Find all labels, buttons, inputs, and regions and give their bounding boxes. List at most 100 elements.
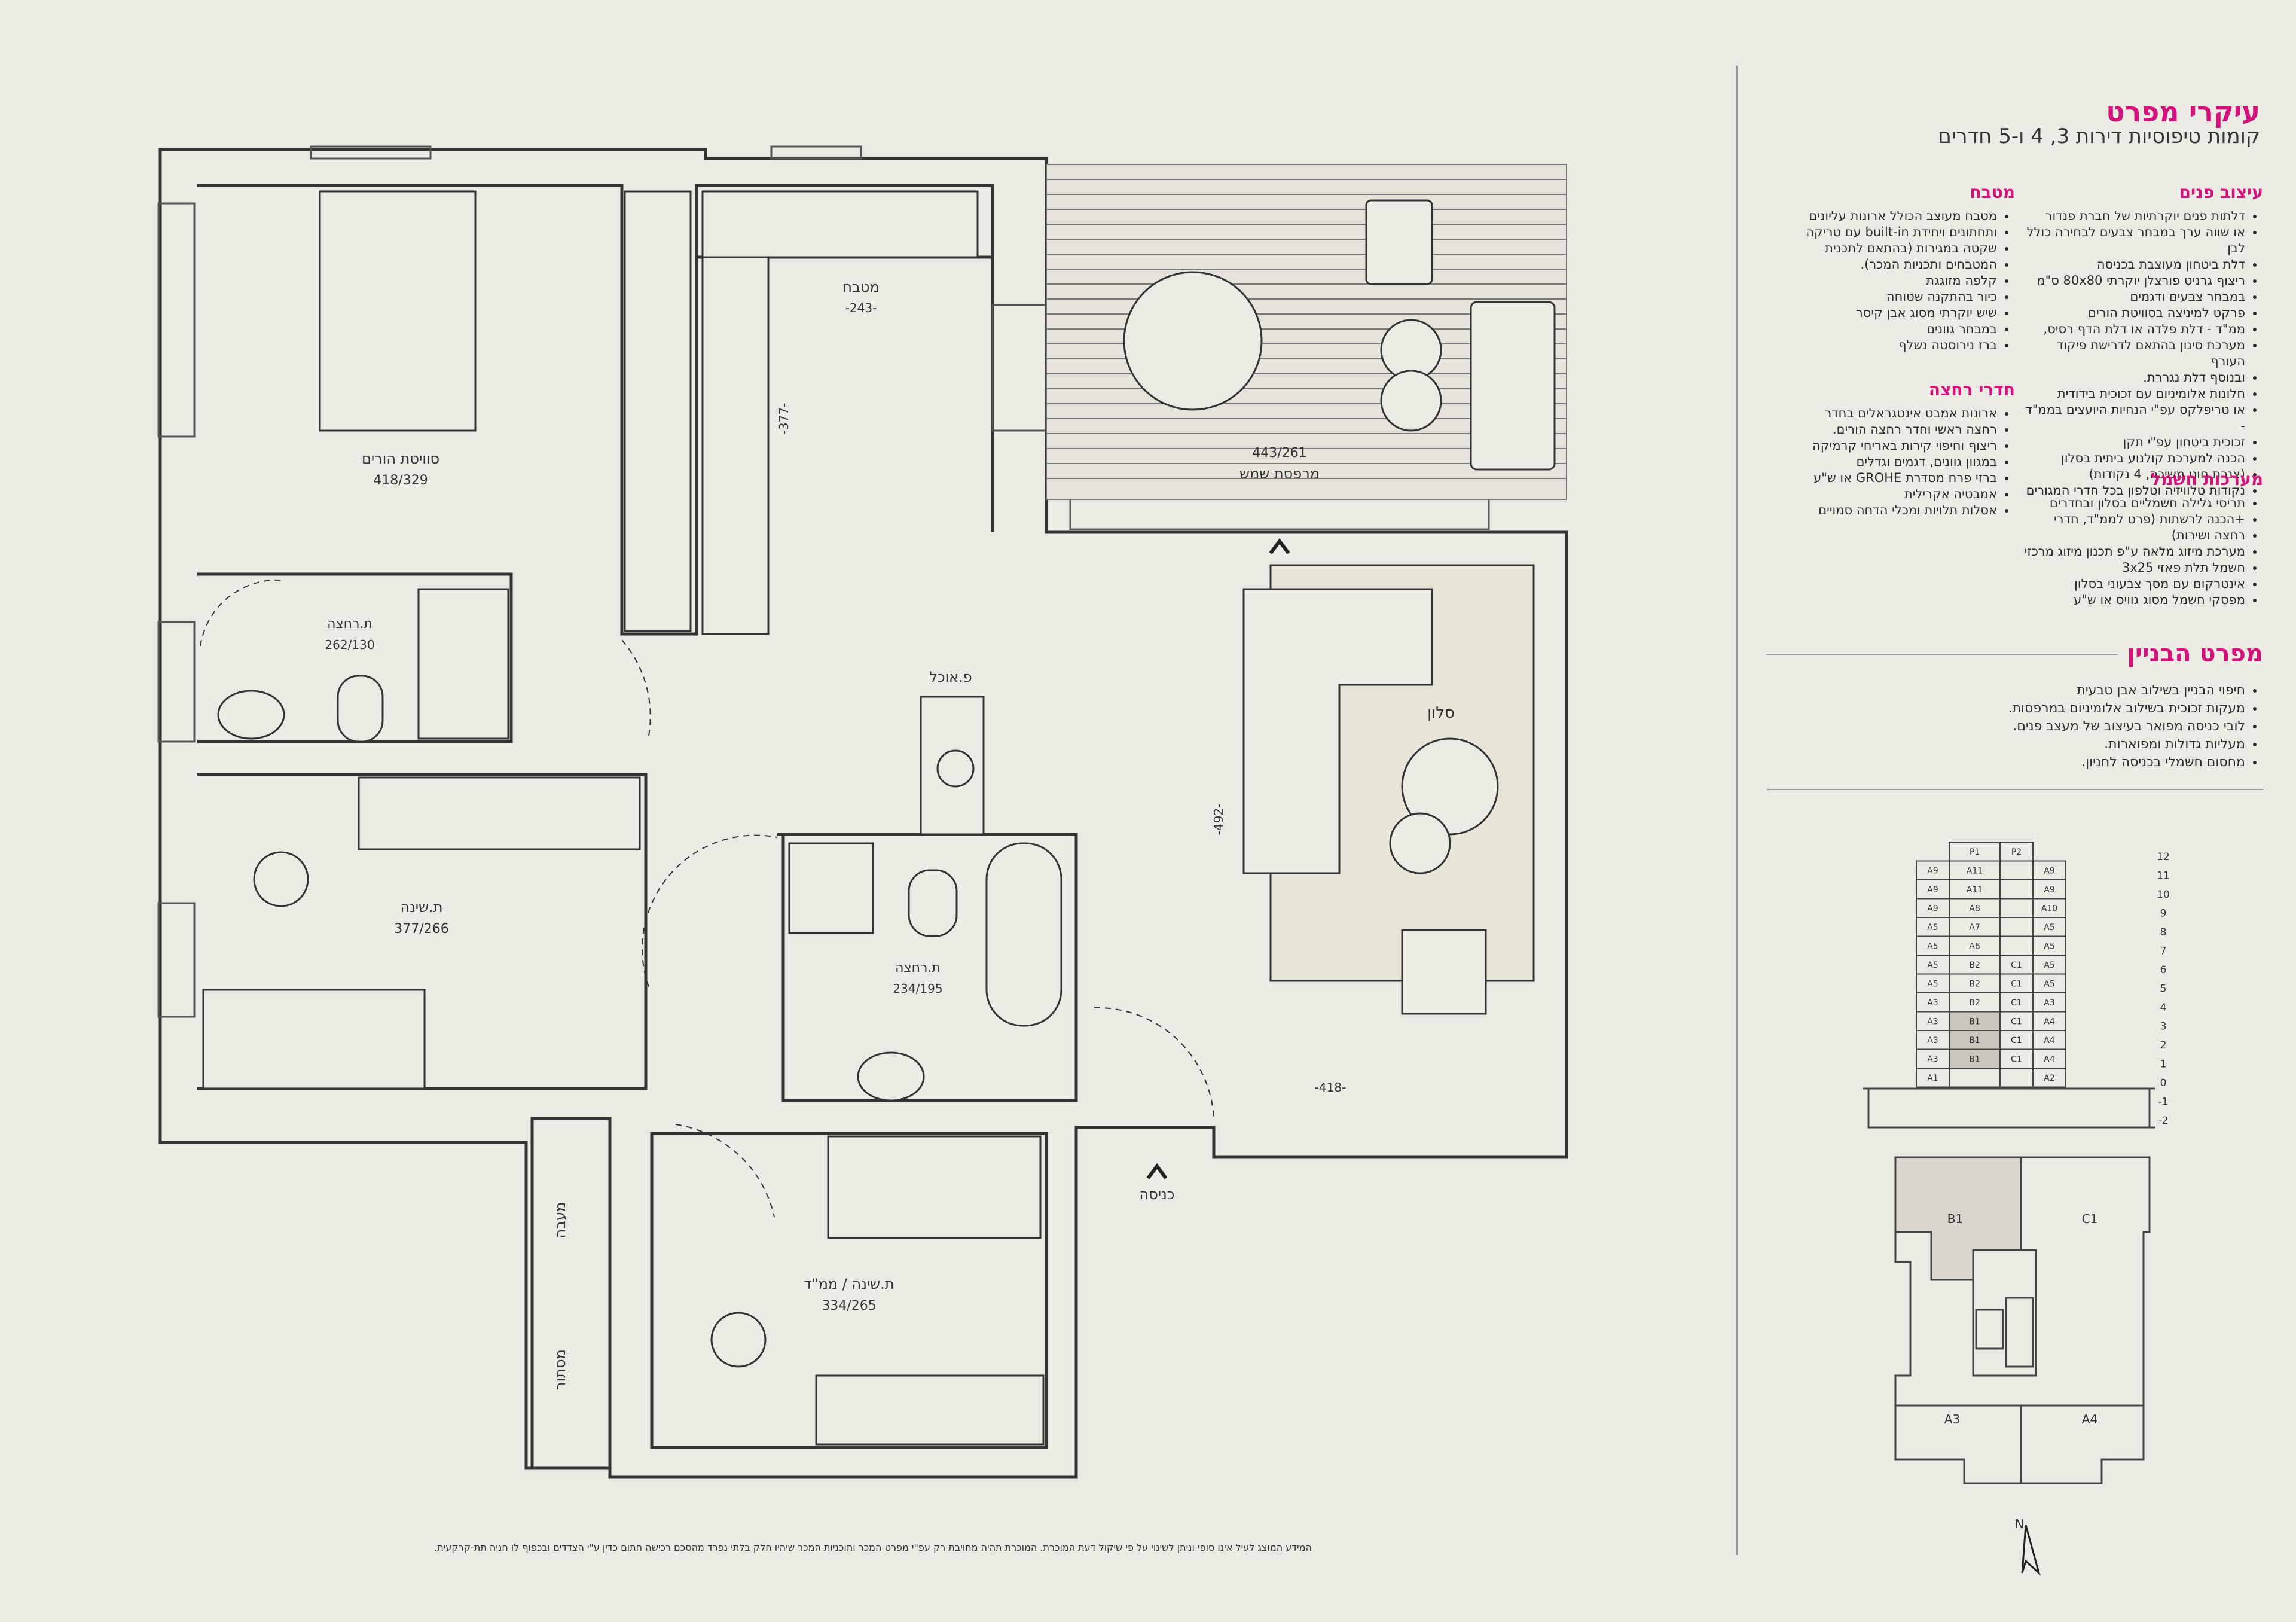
floor-level-label: 3 [2160,1021,2167,1033]
electrical-item: תריסי גלילה חשמליים בסלון ובחדרים [2024,495,2245,511]
electrical-heading: מערכות חשמל [2151,469,2263,489]
floor-unit-label: P1 [1970,847,1980,857]
interior-item: ריצוף גרניט פורצלן יוקרתי 80x80 ס"מ [2024,273,2245,289]
building-item: מחסום חשמלי בכניסה לחניון. [1842,754,2245,772]
living-dim-v: -492- [1211,804,1226,836]
bathrooms-item: במגוון גוונים, דגמים וגדלים [1779,454,1997,470]
kitchen-item: מטבח מעוצב הכולל ארונות עליונים [1779,208,1997,224]
floor-unit-label: A9 [1927,904,1938,914]
floor-level-label: 0 [2160,1077,2167,1089]
floor-unit-cell [1999,973,2034,993]
floor-unit-label: A9 [1927,867,1938,876]
kitchen-item: ותחתונים ויחידת built-in עם טריקה [1779,224,1997,240]
interior-item: נקודות טלוויזיה וטלפון בכל חדרי המגורים [2024,483,2245,499]
kitchen-counter [701,256,770,635]
floor-unit-label: A8 [1969,904,1980,914]
armchair [1365,199,1433,285]
bathrooms-item: אסלות תלויות ומכלי הדחה סמויים [1779,502,1997,519]
furniture [202,190,1556,1446]
floor-unit-label: B2 [1969,980,1980,989]
toilet [908,869,958,937]
floor-unit-label: A3 [1927,998,1938,1008]
room-size-bath2: 234/195 [893,981,942,996]
floor-unit-cell [1916,898,1950,918]
building-item: מעקות זכוכית בשילוב אלומיניום במרפסות. [1842,700,2245,718]
electrical-item: מערכת מיזוג מלאה ע"פ תכנון מיזוג מרכזי [2024,544,2245,560]
interior-item: דלת ביטחון מעוצבת בכניסה [2024,257,2245,273]
outer-wall [158,148,1568,1479]
floor-unit-cell [1999,860,2034,880]
floor-level-label: 5 [2160,983,2167,995]
floor-level-label: 12 [2157,851,2170,863]
floor-unit-cell [2032,935,2066,956]
floor-unit-cell [1916,1011,1950,1031]
interior-item: מערכת סינון בהתאם לדרישת פיקוד העורף [2024,337,2245,370]
bed-single [827,1135,1042,1239]
storage-label: מסתור [552,1349,569,1390]
floor-unit-label: A5 [1927,961,1938,970]
spec-subtitle: קומות טיפוסיות דירות 3, 4 ו-5 חדרים [1938,124,2260,148]
floor-unit-label: A5 [1927,980,1938,989]
floor-unit-cell [1999,992,2034,1013]
floor-unit-label: B2 [1969,998,1980,1008]
door-swings [200,579,1214,1218]
laundry-unit [788,842,874,934]
basement-outline [1863,1087,2155,1129]
floor-unit-label: A4 [2044,1055,2055,1065]
floor-unit-label: A3 [1927,1036,1938,1045]
kitchen-dim: -377- [777,403,791,435]
floor-unit-label: A5 [2044,923,2054,932]
interior-item: במבחר צבעים ודגמים [2024,289,2245,305]
outdoor-sofa [1470,301,1556,471]
interior-item: זכוכית ביטחון עפ"י תקן [2024,434,2245,450]
floor-unit-label: A3 [1927,1055,1938,1065]
floor-unit-label: A6 [1969,942,1980,952]
floor-unit-label: A5 [1927,923,1938,932]
floor-unit-label: C1 [2011,961,2022,970]
floor-unit-cell [1949,1068,2001,1088]
interior-heading: עיצוב פנים [2179,182,2263,202]
room-name-dining: פ.אוכל [929,669,972,685]
floor-level-label: 11 [2157,870,2170,882]
floor-unit-cell [1916,879,1950,900]
kitchen-item: שיש יוקרתי מסוג אבן קיסר [1779,305,1997,321]
floor-unit-cell [1949,879,2001,900]
electrical-item: +הכנה לרשתות (פרט לממ"ד, חדרי [2024,511,2245,528]
kitchen-section: מטבח מטבח מעוצב הכולל ארונות עליוניםותחת… [1779,182,2015,353]
spec-title: עיקרי מפרט [2106,96,2260,128]
floor-unit-cell [1916,917,1950,937]
desk [358,776,641,850]
kitchen-list: מטבח מעוצב הכולל ארונות עליוניםותחתונים … [1779,208,2015,353]
building-item: לובי כניסה מפואר בעיצוב של מעצב פנים. [1842,718,2245,736]
toilet [337,675,384,743]
floor-unit-label: A1 [1927,1074,1938,1083]
building-heading: מפרט הבניין [2117,640,2263,667]
bathrooms-item: ברזי פרח מסדרת GROHE או ש"ע [1779,470,1997,486]
dining-table-balcony [1123,271,1263,411]
windows [157,145,1490,1018]
room-labels: סוויטת הורים 418/329 מטבח -243- -377- 44… [325,279,1454,1390]
armchair-living [1401,929,1487,1015]
floor-unit-cell [2032,955,2066,975]
interior-item: או טריפלקס עפ"י הנחיות היועצים בממ"ד - [2024,402,2245,434]
kitchen-item: קלפה מזוגגת [1779,273,1997,289]
floor-unit-label: A11 [1967,867,1983,876]
room-size-balcony: 443/261 [1252,446,1306,461]
room-size-bath-master: 262/130 [325,638,374,652]
room-name-bedroom1: ת.שינה [400,899,442,916]
floor-unit-cell [1916,1048,1950,1069]
room-name-balcony: מרפסת שמש [1239,465,1320,482]
floor-unit-cell [1999,1068,2034,1088]
floor-unit-label: A10 [2041,904,2057,914]
key-plan [1894,1156,2151,1484]
floor-unit-label: B1 [1969,1036,1980,1045]
coffee-table [1401,737,1499,836]
building-item: חיפוי הבניין בשילוב אבן טבעית [1842,682,2245,700]
floor-unit-cell [2032,1048,2066,1069]
window [157,902,196,1018]
electrical-item: מפסקי חשמל מסוג גוויס או ש"ע [2024,592,2245,608]
room-name-kitchen: מטבח [842,279,879,295]
electrical-item: אינטרקום עם מסך צבעוני בסלון [2024,576,2245,592]
kitchen-item: ברז נירוסטה נשלף [1779,337,1997,353]
